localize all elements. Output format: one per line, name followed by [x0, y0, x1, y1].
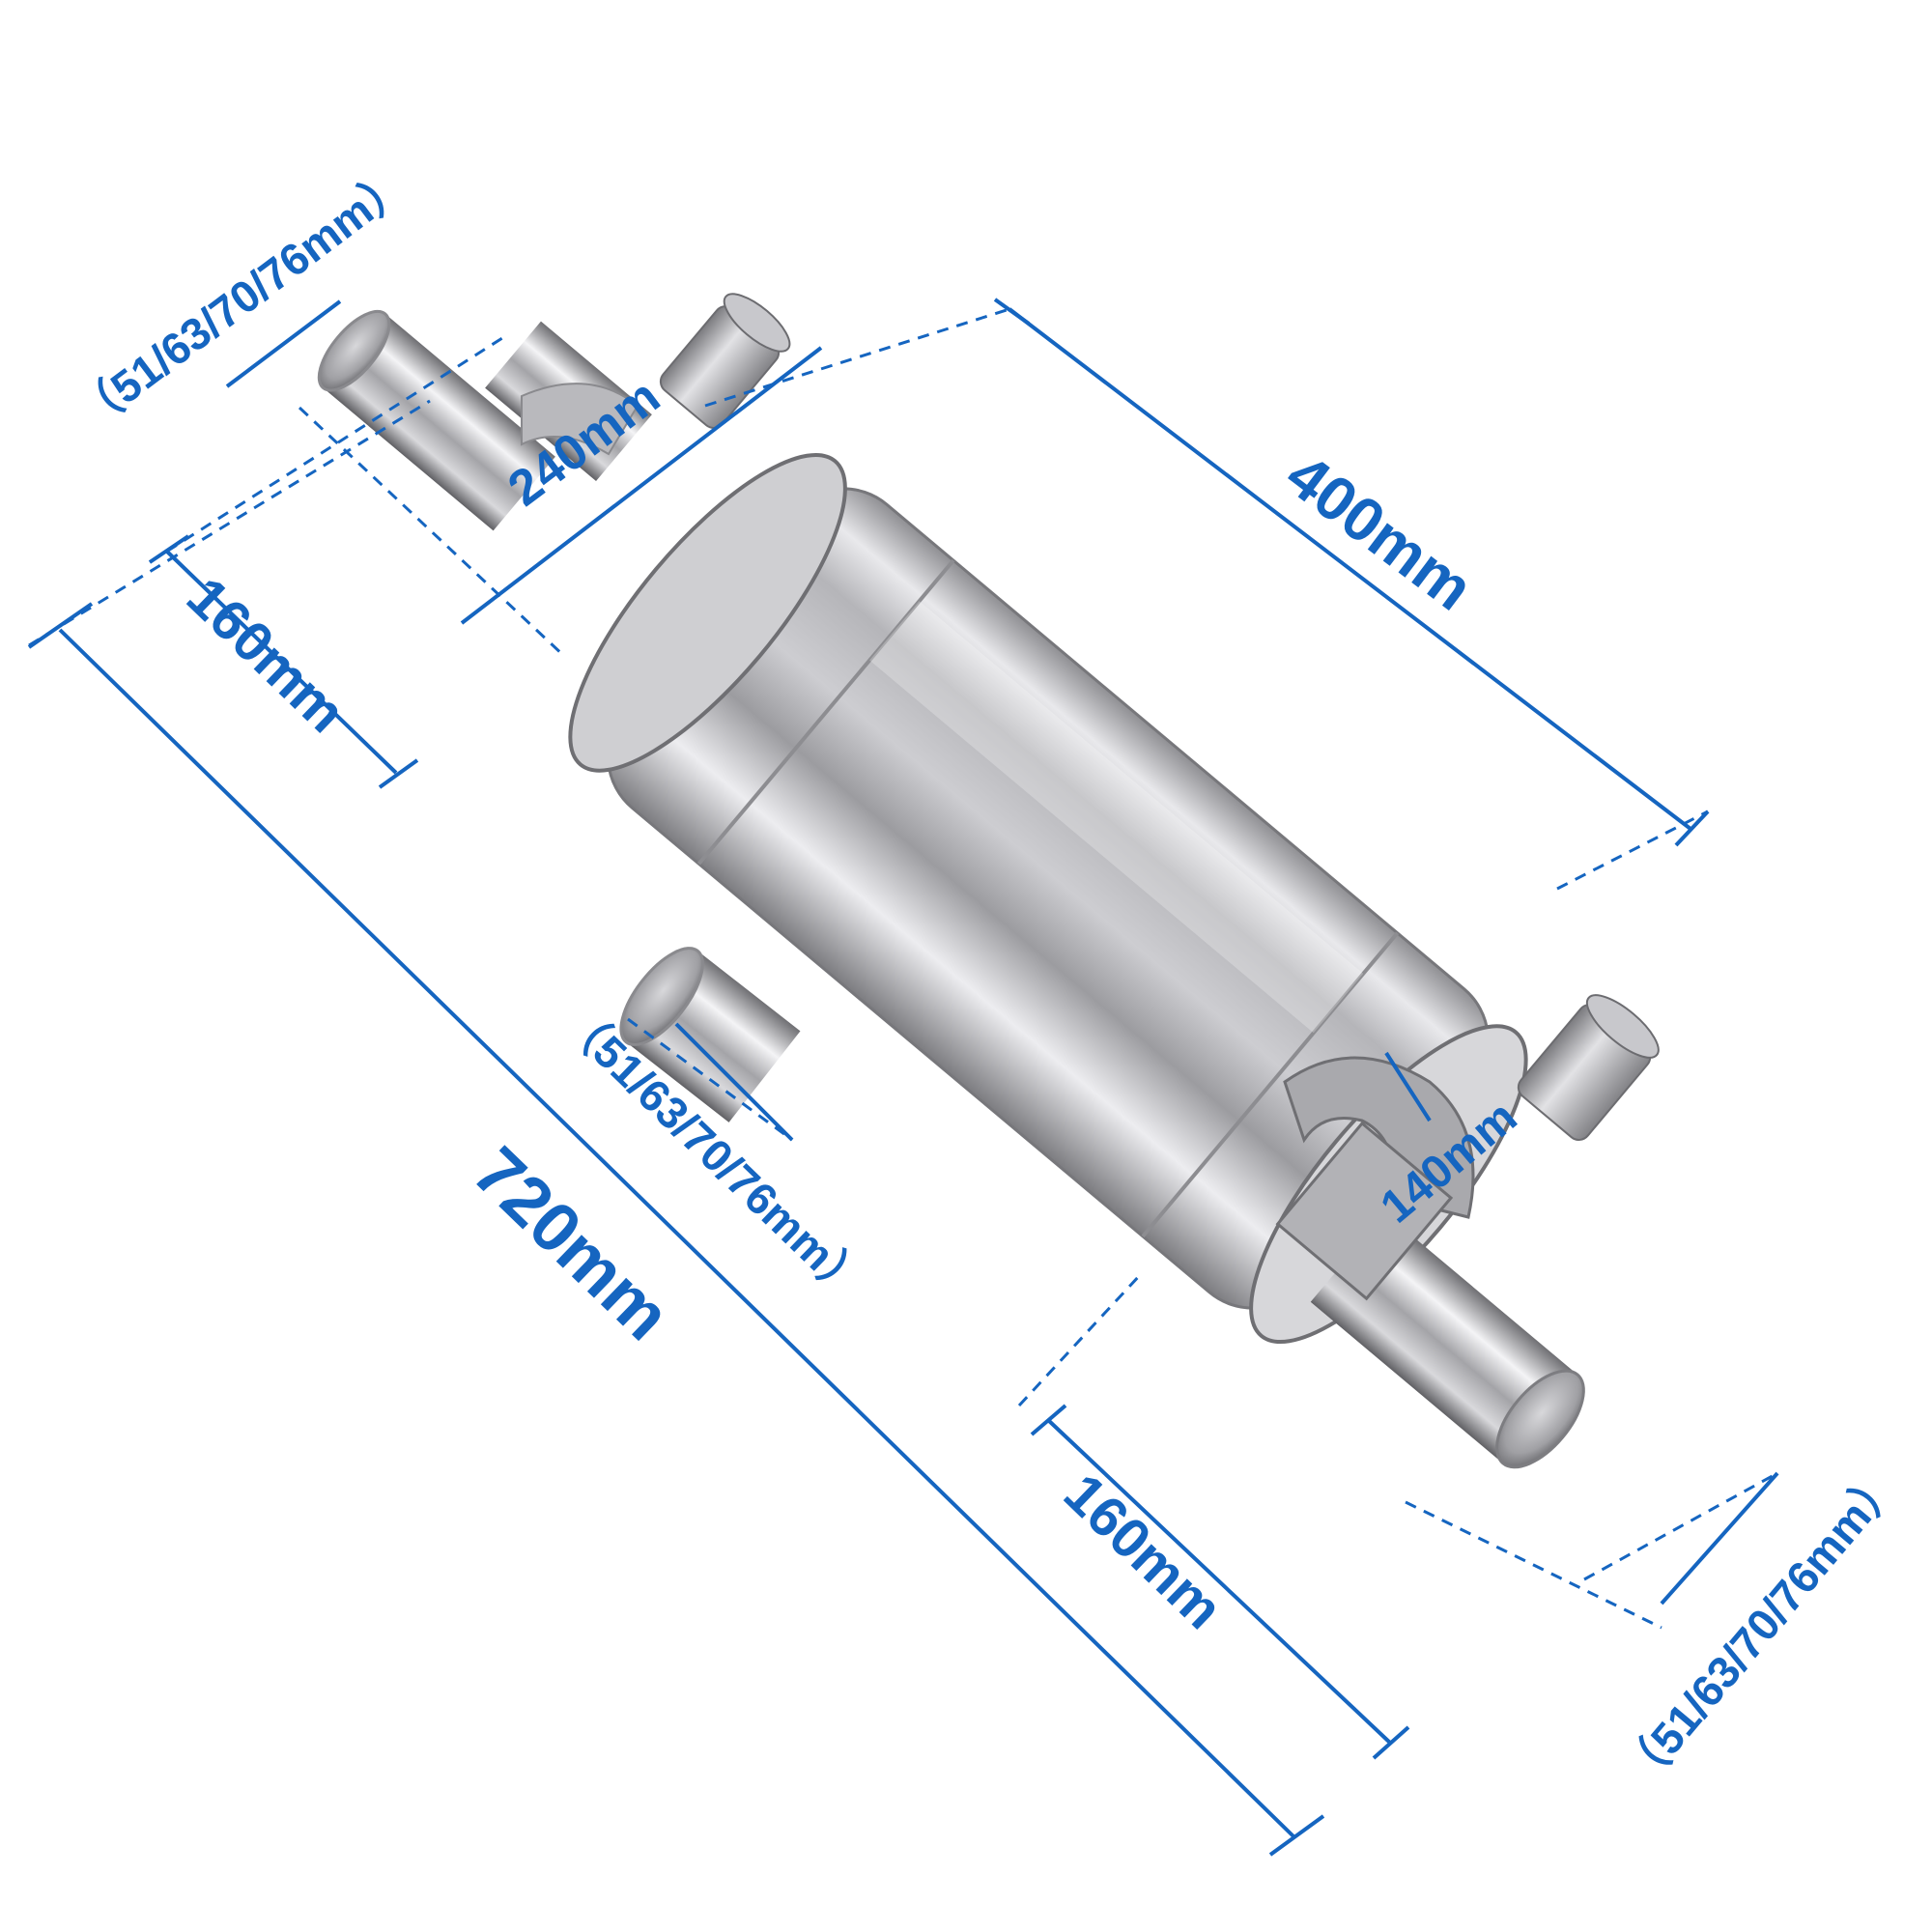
dimension-line-140: [1384, 1051, 1432, 1122]
label-outlet-pipe-length: 160mm: [1052, 1462, 1235, 1641]
muffler-illustration: [317, 293, 1660, 1469]
label-pipe-diameter-bottom: （51/63/70/76mm）: [1612, 1457, 1910, 1798]
label-inlet-pipe-length: 160mm: [175, 565, 357, 745]
bottom-pipe-assembly: [1275, 994, 1660, 1469]
dimension-line-diameter-middle: [674, 1022, 794, 1142]
muffler-body: [568, 452, 1528, 1345]
dimension-line-400: [1008, 307, 1692, 831]
middle-side-pipe: [619, 947, 801, 1122]
dimension-line-diameter-top: [225, 299, 342, 388]
dimension-line-240: [460, 346, 823, 625]
label-overall-length: 720mm: [459, 1133, 685, 1355]
extension-lines: [28, 307, 1778, 1630]
label-body-length: 400mm: [1273, 440, 1486, 623]
dimension-line-720: [58, 628, 1296, 1839]
dimension-line-diameter-bottom: [1660, 1471, 1779, 1605]
top-pipe-assembly: [317, 293, 791, 531]
dimension-line-160-top: [164, 549, 398, 775]
dimension-line-160-bottom: [1046, 1418, 1393, 1746]
dimension-annotations: [27, 298, 1779, 1857]
